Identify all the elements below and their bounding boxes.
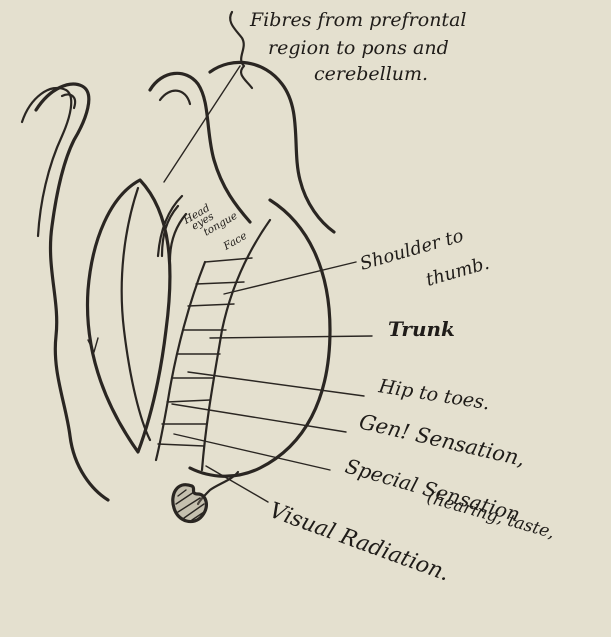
label-visual: Visual Radiation. [266,498,453,586]
label-trunk: Trunk [388,317,455,341]
capsule-left-edge [156,262,205,460]
outer-left-contour [36,84,108,500]
section-line-7 [167,400,210,402]
capsule-inner-curve [202,220,270,470]
label-fibres-1: Fibres from prefrontal [249,9,466,31]
pointer-special [174,434,330,470]
label-gen-sensation: Gen! Sensation, [357,409,528,471]
pointer-visual [206,466,268,502]
label-shoulder-2: thumb. [424,253,492,291]
label-fibres-2: region to pons and [268,37,449,59]
outer-left-hook [62,95,75,109]
upper-right-contour [210,62,334,232]
pointer-gen-sensation [172,404,346,432]
lentiform-inner-line [122,188,150,440]
pointer-trunk [210,336,372,338]
section-line-9 [158,444,204,446]
label-hip: Hip to toes. [376,375,491,414]
pointer-hip [188,372,364,396]
upper-curl-inner [160,91,190,104]
label-fibres-3: cerebellum. [314,63,428,85]
pointer-fibres [164,66,240,182]
genu-lines [158,196,186,260]
label-face: Face [221,230,249,253]
